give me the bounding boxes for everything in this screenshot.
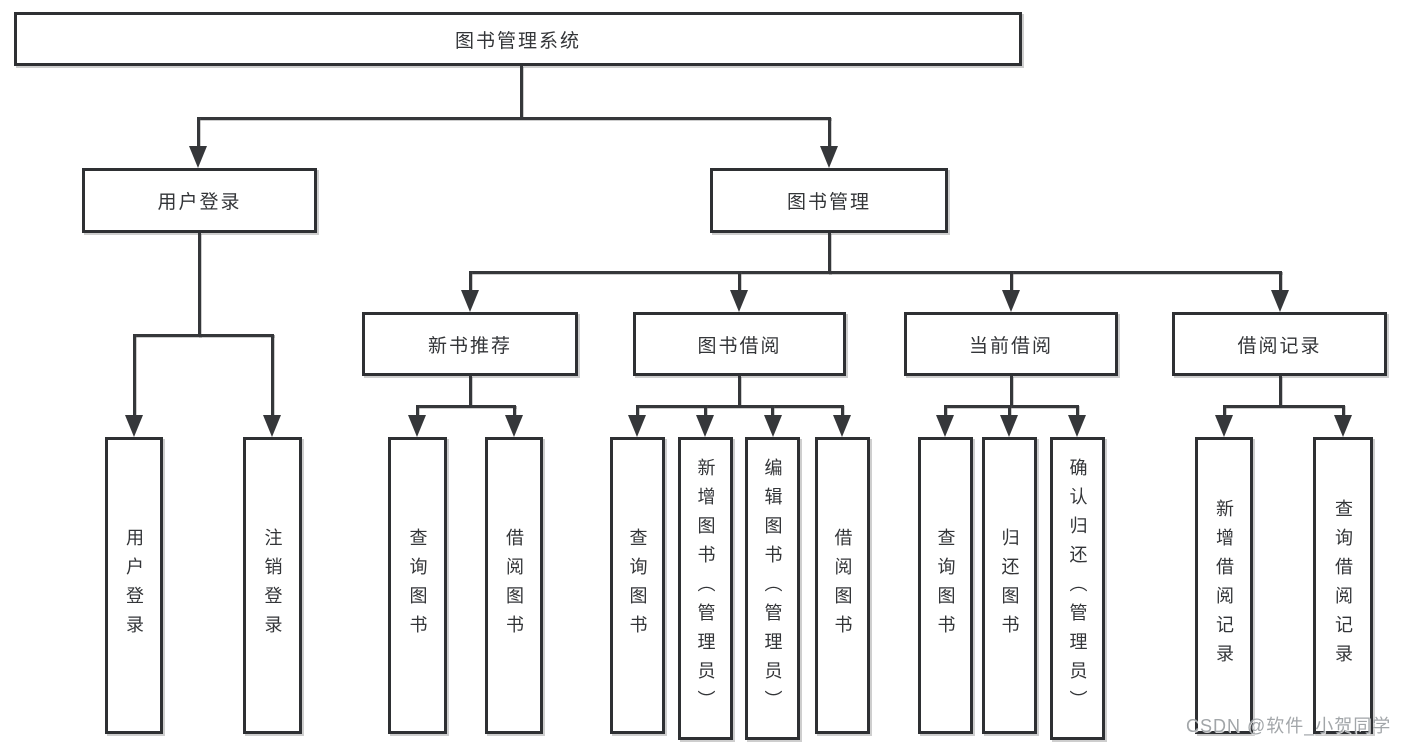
arrowhead-down [189,146,207,168]
node-user-login-label: 用户登录 [157,192,242,213]
arrowhead-down [1002,290,1020,312]
arrowhead-down [730,290,748,312]
connector-vline [1010,376,1013,407]
node-book-borrowing: 图书借阅 [633,312,846,376]
connector-vline [738,271,741,295]
leaf-query-book-recommend: 查询图书 [388,437,447,734]
arrowhead-down [764,415,782,437]
leaf-confirm-return-admin-label: 确认归还（管理员） [1067,458,1088,719]
leaf-add-borrow-record: 新增借阅记录 [1195,437,1253,734]
connector-vline [828,117,831,150]
leaf-add-borrow-record-label: 新增借阅记录 [1214,498,1234,673]
leaf-query-book-borrowing-label: 查询图书 [627,527,648,644]
leaf-confirm-return-admin: 确认归还（管理员） [1050,437,1105,740]
connector-vline [416,405,419,419]
connector-vline [1342,405,1345,419]
node-book-management: 图书管理 [710,168,948,233]
leaf-edit-book-admin: 编辑图书（管理员） [745,437,800,740]
connector-vline [738,376,741,407]
arrowhead-down [408,415,426,437]
connector-vline [841,405,844,419]
connector-vline [469,271,472,295]
node-borrowing-records: 借阅记录 [1172,312,1387,376]
node-current-borrowing: 当前借阅 [904,312,1118,376]
leaf-logout-label: 注销登录 [262,527,283,644]
connector-vline [513,405,516,419]
arrowhead-down [833,415,851,437]
connector-vline [1279,271,1282,295]
connector-vline [944,405,947,419]
leaf-query-book-current-label: 查询图书 [935,527,956,644]
arrowhead-down [820,146,838,168]
connector-vline [1279,376,1282,407]
leaf-user-login-label: 用户登录 [124,527,144,644]
arrowhead-down [696,415,714,437]
leaf-return-book-label: 归还图书 [999,527,1020,644]
leaf-logout: 注销登录 [243,437,302,734]
leaf-borrow-book-borrowing-label: 借阅图书 [832,527,853,644]
connector-hline [636,405,843,408]
leaf-query-book-recommend-label: 查询图书 [407,527,428,644]
connector-hline [197,117,831,120]
connector-vline [520,66,523,118]
arrowhead-down [505,415,523,437]
node-book-management-label: 图书管理 [786,192,871,213]
leaf-user-login: 用户登录 [105,437,163,734]
leaf-borrow-book-borrowing: 借阅图书 [815,437,870,734]
node-root: 图书管理系统 [14,12,1022,66]
node-borrowing-records-label: 借阅记录 [1237,335,1322,357]
connector-vline [197,117,200,150]
connector-vline [198,233,201,337]
connector-vline [771,405,774,419]
leaf-borrow-book-recommend-label: 借阅图书 [504,527,524,644]
node-current-borrowing-label: 当前借阅 [968,335,1053,357]
node-new-book-recommend-label: 新书推荐 [427,335,512,357]
connector-vline [1010,271,1013,295]
node-root-label: 图书管理系统 [454,30,581,52]
arrowhead-down [628,415,646,437]
connector-hline [416,405,516,408]
node-new-book-recommend: 新书推荐 [362,312,578,376]
arrowhead-down [125,415,143,437]
leaf-add-book-admin-label: 新增图书（管理员） [695,458,716,719]
leaf-return-book: 归还图书 [982,437,1037,734]
arrowhead-down [461,290,479,312]
arrowhead-down [263,415,281,437]
connector-vline [828,233,831,274]
connector-hline [1223,405,1344,408]
connector-vline [704,405,707,419]
arrowhead-down [936,415,954,437]
node-user-login: 用户登录 [82,168,317,233]
connector-vline [133,334,136,419]
connector-vline [271,334,274,419]
connector-hline [469,271,1282,274]
arrowhead-down [1215,415,1233,437]
watermark: CSDN @软件_小贺同学 [1186,716,1392,736]
connector-vline [1223,405,1226,419]
leaf-borrow-book-recommend: 借阅图书 [485,437,543,734]
leaf-query-book-current: 查询图书 [918,437,973,734]
leaf-query-borrow-record-label: 查询借阅记录 [1333,498,1353,673]
arrowhead-down [1271,290,1289,312]
leaf-query-book-borrowing: 查询图书 [610,437,665,734]
connector-hline [133,334,274,337]
connector-vline [469,376,472,407]
node-book-borrowing-label: 图书借阅 [697,335,782,357]
connector-hline [944,405,1078,408]
arrowhead-down [1068,415,1086,437]
arrowhead-down [1334,415,1352,437]
connector-vline [636,405,639,419]
leaf-add-book-admin: 新增图书（管理员） [678,437,733,740]
connector-vline [1076,405,1079,419]
leaf-query-borrow-record: 查询借阅记录 [1313,437,1373,734]
arrowhead-down [1000,415,1018,437]
leaf-edit-book-admin-label: 编辑图书（管理员） [762,458,783,719]
connector-vline [1008,405,1011,419]
